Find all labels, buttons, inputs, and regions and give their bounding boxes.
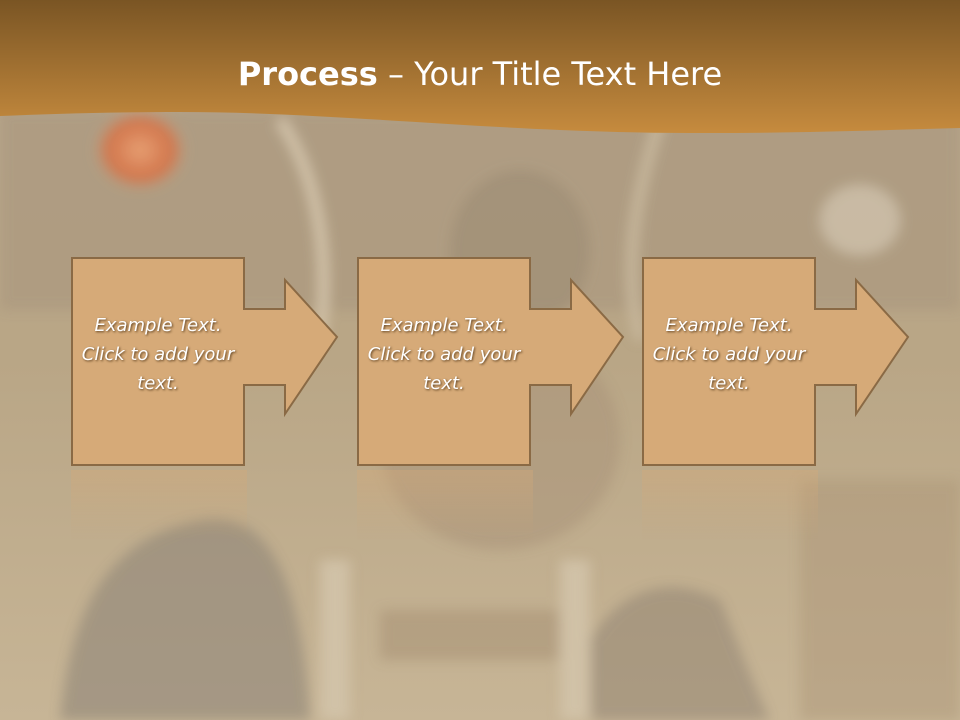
- process-step-1[interactable]: Example Text. Click to add your text.: [71, 257, 343, 467]
- step-1-text: Example Text. Click to add your text.: [81, 315, 235, 394]
- step-2-text: Example Text. Click to add your text.: [367, 315, 521, 394]
- title-bold-text: Process: [237, 55, 378, 93]
- title-rest-text: Your Title Text Here: [414, 55, 723, 93]
- title-banner: [0, 0, 960, 134]
- step-3-text: Example Text. Click to add your text.: [652, 315, 806, 394]
- process-step-2[interactable]: Example Text. Click to add your text.: [357, 257, 629, 467]
- right-arrow-icon: [357, 257, 625, 466]
- slide-title[interactable]: Process – Your Title Text Here: [0, 52, 960, 96]
- right-arrow-icon: [71, 257, 339, 466]
- right-arrow-icon: [642, 257, 910, 466]
- step-3-reflection: [642, 470, 818, 540]
- step-1-reflection: [71, 470, 247, 540]
- title-separator: –: [377, 55, 415, 93]
- step-2-reflection: [357, 470, 533, 540]
- process-step-3[interactable]: Example Text. Click to add your text.: [642, 257, 914, 467]
